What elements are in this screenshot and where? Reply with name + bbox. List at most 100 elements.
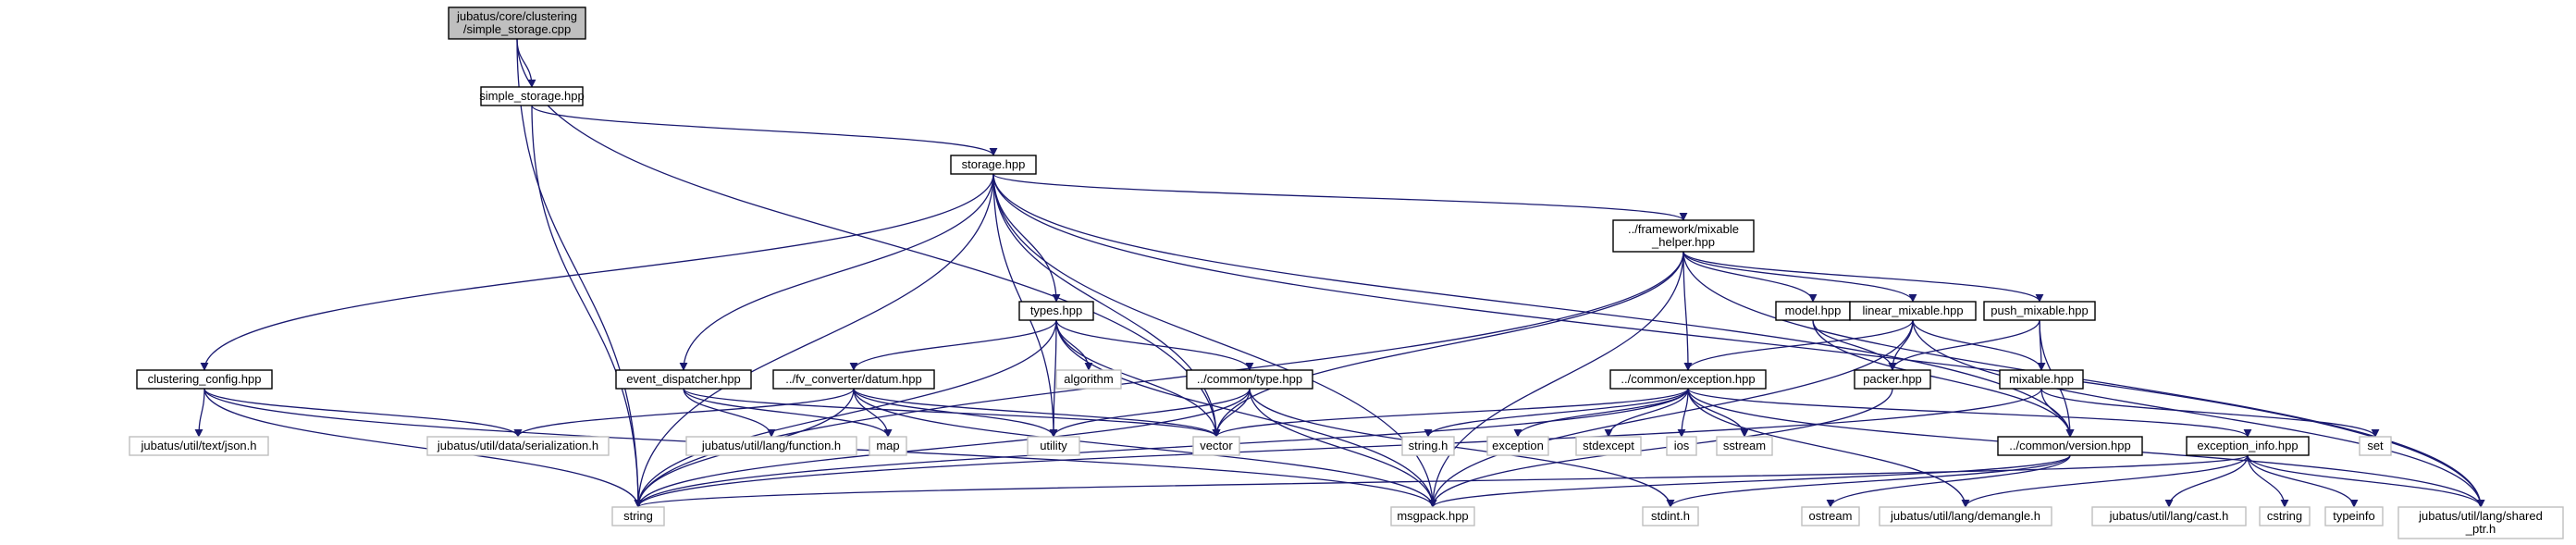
dependency-edge bbox=[1055, 319, 1093, 371]
node-root[interactable]: jubatus/core/clustering/simple_storage.c… bbox=[448, 6, 586, 40]
dependency-edge bbox=[1513, 388, 1689, 438]
dependency-edge-line bbox=[1682, 251, 1818, 303]
node-vector: vector bbox=[1192, 436, 1240, 456]
node-datum-hpp[interactable]: ../fv_converter/datum.hpp bbox=[772, 369, 935, 390]
dependency-edge-line bbox=[513, 388, 855, 438]
dependency-edge-line bbox=[1682, 251, 1917, 303]
node-label: jubatus/core/clustering bbox=[456, 9, 577, 23]
node-label: jubatus/util/lang/cast.h bbox=[2109, 509, 2229, 523]
node-label: stdexcept bbox=[1583, 439, 1634, 452]
node-ios: ios bbox=[1666, 436, 1697, 456]
dependency-edge bbox=[1888, 319, 2040, 371]
node-push-mixable-hpp[interactable]: push_mixable.hpp bbox=[1983, 301, 2096, 321]
dependency-edge bbox=[513, 388, 855, 438]
node-box bbox=[448, 6, 586, 40]
dependency-edge bbox=[516, 38, 643, 508]
node-mixable-helper-hpp[interactable]: ../framework/mixable_helper.hpp bbox=[1612, 219, 1755, 253]
node-packer-hpp[interactable]: packer.hpp bbox=[1854, 369, 1931, 390]
node-box bbox=[1027, 436, 1080, 456]
dependency-edge-line bbox=[1424, 388, 1689, 438]
node-label: ../framework/mixable bbox=[1628, 222, 1739, 236]
dependency-edge bbox=[1604, 388, 1689, 438]
node-exception-info-hpp[interactable]: exception_info.hpp bbox=[2186, 436, 2310, 456]
node-box bbox=[1401, 436, 1455, 456]
node-cstring: cstring bbox=[2259, 506, 2311, 526]
dependency-edge bbox=[2247, 454, 2359, 508]
dependency-edge bbox=[683, 388, 893, 438]
node-model-hpp[interactable]: model.hpp bbox=[1775, 301, 1851, 321]
dependency-edge bbox=[679, 173, 994, 371]
node-label: exception bbox=[1492, 439, 1544, 452]
dependency-edge-line bbox=[1055, 319, 1254, 371]
dependency-edge-line bbox=[200, 173, 994, 371]
dependency-edge bbox=[634, 251, 1684, 508]
node-label: typeinfo bbox=[2333, 509, 2375, 523]
node-box bbox=[426, 436, 610, 456]
dependency-edge-line bbox=[1682, 251, 2044, 303]
node-typeinfo: typeinfo bbox=[2324, 506, 2384, 526]
dependency-edge bbox=[2164, 454, 2249, 508]
dependency-edge bbox=[853, 388, 1221, 438]
dependency-edge bbox=[992, 173, 1221, 438]
dependency-edge bbox=[853, 388, 1437, 508]
node-label: packer.hpp bbox=[1863, 372, 1922, 386]
dependency-edge bbox=[1055, 319, 1254, 371]
node-box bbox=[869, 436, 907, 456]
dependency-edge-line bbox=[634, 319, 1057, 508]
node-demangle-h: jubatus/util/lang/demangle.h bbox=[1879, 506, 2052, 526]
dependency-edge bbox=[1428, 319, 1914, 508]
node-common-type-hpp[interactable]: ../common/type.hpp bbox=[1186, 369, 1313, 390]
node-label: map bbox=[876, 439, 899, 452]
dependency-edge-line bbox=[992, 173, 1688, 221]
dependency-edge-line bbox=[2164, 454, 2249, 508]
node-simple-storage-hpp[interactable]: simple_storage.hpp bbox=[479, 86, 585, 106]
dependency-edge bbox=[1682, 251, 1917, 303]
dependency-edge bbox=[2040, 388, 2075, 438]
dependency-edge bbox=[1424, 388, 1689, 438]
dependency-edge bbox=[1826, 454, 2071, 508]
node-label: jubatus/util/data/serialization.h bbox=[437, 439, 598, 452]
node-common-version-hpp[interactable]: ../common/version.hpp bbox=[1997, 436, 2143, 456]
node-box bbox=[1997, 436, 2143, 456]
dependency-edge-line bbox=[1888, 319, 2040, 371]
node-box bbox=[1390, 506, 1475, 526]
node-string-h: string.h bbox=[1401, 436, 1455, 456]
node-mixable-hpp[interactable]: mixable.hpp bbox=[1999, 369, 2084, 390]
node-ostream: ostream bbox=[1801, 506, 1860, 526]
node-clustering-config-hpp[interactable]: clustering_config.hpp bbox=[136, 369, 273, 390]
dependency-edge-line bbox=[1687, 388, 2252, 438]
dependency-edge-line bbox=[1961, 454, 2249, 508]
node-box bbox=[772, 369, 935, 390]
node-label: ../common/exception.hpp bbox=[1621, 372, 1755, 386]
dependency-edge-line bbox=[2040, 388, 2380, 438]
dependency-edge-line bbox=[635, 454, 2249, 508]
node-label: string.h bbox=[1409, 439, 1448, 452]
node-shared-ptr-h: jubatus/util/lang/shared_ptr.h bbox=[2397, 506, 2564, 539]
dependency-edge bbox=[1428, 388, 1893, 508]
dependency-edge-line bbox=[992, 173, 1061, 303]
node-common-exception-hpp[interactable]: ../common/exception.hpp bbox=[1609, 369, 1767, 390]
node-event-dispatcher-hpp[interactable]: event_dispatcher.hpp bbox=[615, 369, 752, 390]
node-algorithm: algorithm bbox=[1055, 369, 1122, 390]
node-linear-mixable-hpp[interactable]: linear_mixable.hpp bbox=[1849, 301, 1977, 321]
node-storage-hpp[interactable]: storage.hpp bbox=[950, 155, 1037, 175]
dependency-edge bbox=[1055, 319, 1437, 508]
dependency-edge bbox=[1428, 454, 2071, 508]
dependency-edge bbox=[634, 173, 994, 508]
node-box bbox=[1186, 369, 1313, 390]
node-box bbox=[1018, 301, 1094, 321]
node-box bbox=[1612, 219, 1755, 253]
node-label: jubatus/util/lang/demangle.h bbox=[1890, 509, 2040, 523]
node-label: string bbox=[623, 509, 653, 523]
dependency-edge-line bbox=[634, 388, 1689, 508]
dependency-edge bbox=[200, 173, 994, 371]
node-types-hpp[interactable]: types.hpp bbox=[1018, 301, 1094, 321]
node-label: event_dispatcher.hpp bbox=[626, 372, 741, 386]
dependency-edge bbox=[1961, 454, 2249, 508]
node-box bbox=[2186, 436, 2310, 456]
node-label: stdint.h bbox=[1651, 509, 1690, 523]
dependency-edge bbox=[992, 173, 1061, 303]
node-label: clustering_config.hpp bbox=[148, 372, 262, 386]
dependency-edge bbox=[683, 388, 776, 438]
